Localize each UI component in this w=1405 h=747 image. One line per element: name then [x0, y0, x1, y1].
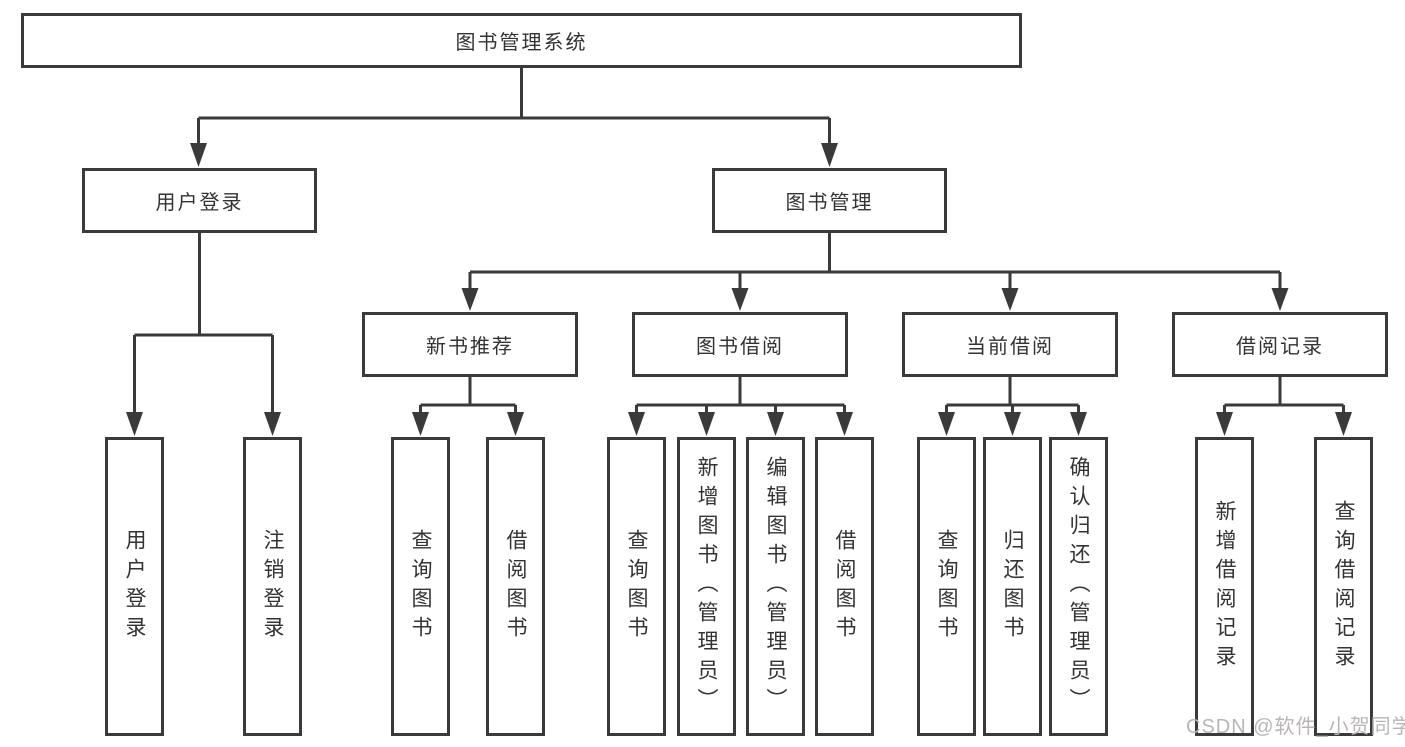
leaf-record-add-label: 新增借阅记录 — [1213, 499, 1236, 674]
leaf-borrow-edit-admin: 编辑图书（管理员） — [746, 437, 805, 736]
leaf-record-query-label: 查询借阅记录 — [1332, 499, 1355, 674]
node-book-borrow: 图书借阅 — [632, 312, 848, 377]
leaf-newbook-borrow-label: 借阅图书 — [504, 528, 527, 645]
leaf-logout: 注销登录 — [243, 437, 302, 736]
leaf-record-add: 新增借阅记录 — [1195, 437, 1254, 736]
leaf-user-login: 用户登录 — [105, 437, 164, 736]
node-borrow-records: 借阅记录 — [1172, 312, 1388, 377]
leaf-newbook-borrow: 借阅图书 — [486, 437, 545, 736]
leaf-current-query: 查询图书 — [917, 437, 976, 736]
leaf-current-confirm-admin-label: 确认归还（管理员） — [1067, 456, 1090, 717]
leaf-current-return: 归还图书 — [983, 437, 1042, 736]
node-current-borrow: 当前借阅 — [902, 312, 1118, 377]
node-root: 图书管理系统 — [21, 13, 1022, 68]
leaf-user-login-label: 用户登录 — [123, 528, 146, 645]
arrowheads — [126, 143, 1352, 436]
node-book-management: 图书管理 — [712, 168, 947, 233]
leaf-borrow-edit-admin-label: 编辑图书（管理员） — [764, 456, 787, 717]
node-user-login: 用户登录 — [82, 168, 317, 233]
leaf-current-return-label: 归还图书 — [1001, 528, 1024, 645]
node-user-login-label: 用户登录 — [155, 192, 244, 214]
leaf-current-confirm-admin: 确认归还（管理员） — [1049, 437, 1108, 736]
leaf-newbook-query-label: 查询图书 — [409, 528, 432, 645]
leaf-borrow-add-admin: 新增图书（管理员） — [677, 437, 736, 736]
leaf-borrow-query-label: 查询图书 — [625, 528, 648, 645]
leaf-logout-label: 注销登录 — [261, 528, 284, 645]
leaf-borrow-add-admin-label: 新增图书（管理员） — [695, 456, 718, 717]
node-root-label: 图书管理系统 — [455, 32, 588, 54]
node-new-book-recommend: 新书推荐 — [362, 312, 578, 377]
leaf-borrow-book-label: 借阅图书 — [833, 528, 856, 645]
leaf-record-query: 查询借阅记录 — [1314, 437, 1373, 736]
watermark: CSDN @软件_小贺同学 — [1186, 716, 1405, 738]
leaf-current-query-label: 查询图书 — [935, 528, 958, 645]
node-book-borrow-label: 图书借阅 — [696, 336, 784, 358]
node-borrow-records-label: 借阅记录 — [1236, 336, 1324, 358]
leaf-borrow-query: 查询图书 — [607, 437, 666, 736]
node-book-management-label: 图书管理 — [785, 192, 874, 214]
node-new-book-recommend-label: 新书推荐 — [426, 336, 514, 358]
leaf-newbook-query: 查询图书 — [391, 437, 450, 736]
node-current-borrow-label: 当前借阅 — [966, 336, 1054, 358]
leaf-borrow-book: 借阅图书 — [815, 437, 874, 736]
